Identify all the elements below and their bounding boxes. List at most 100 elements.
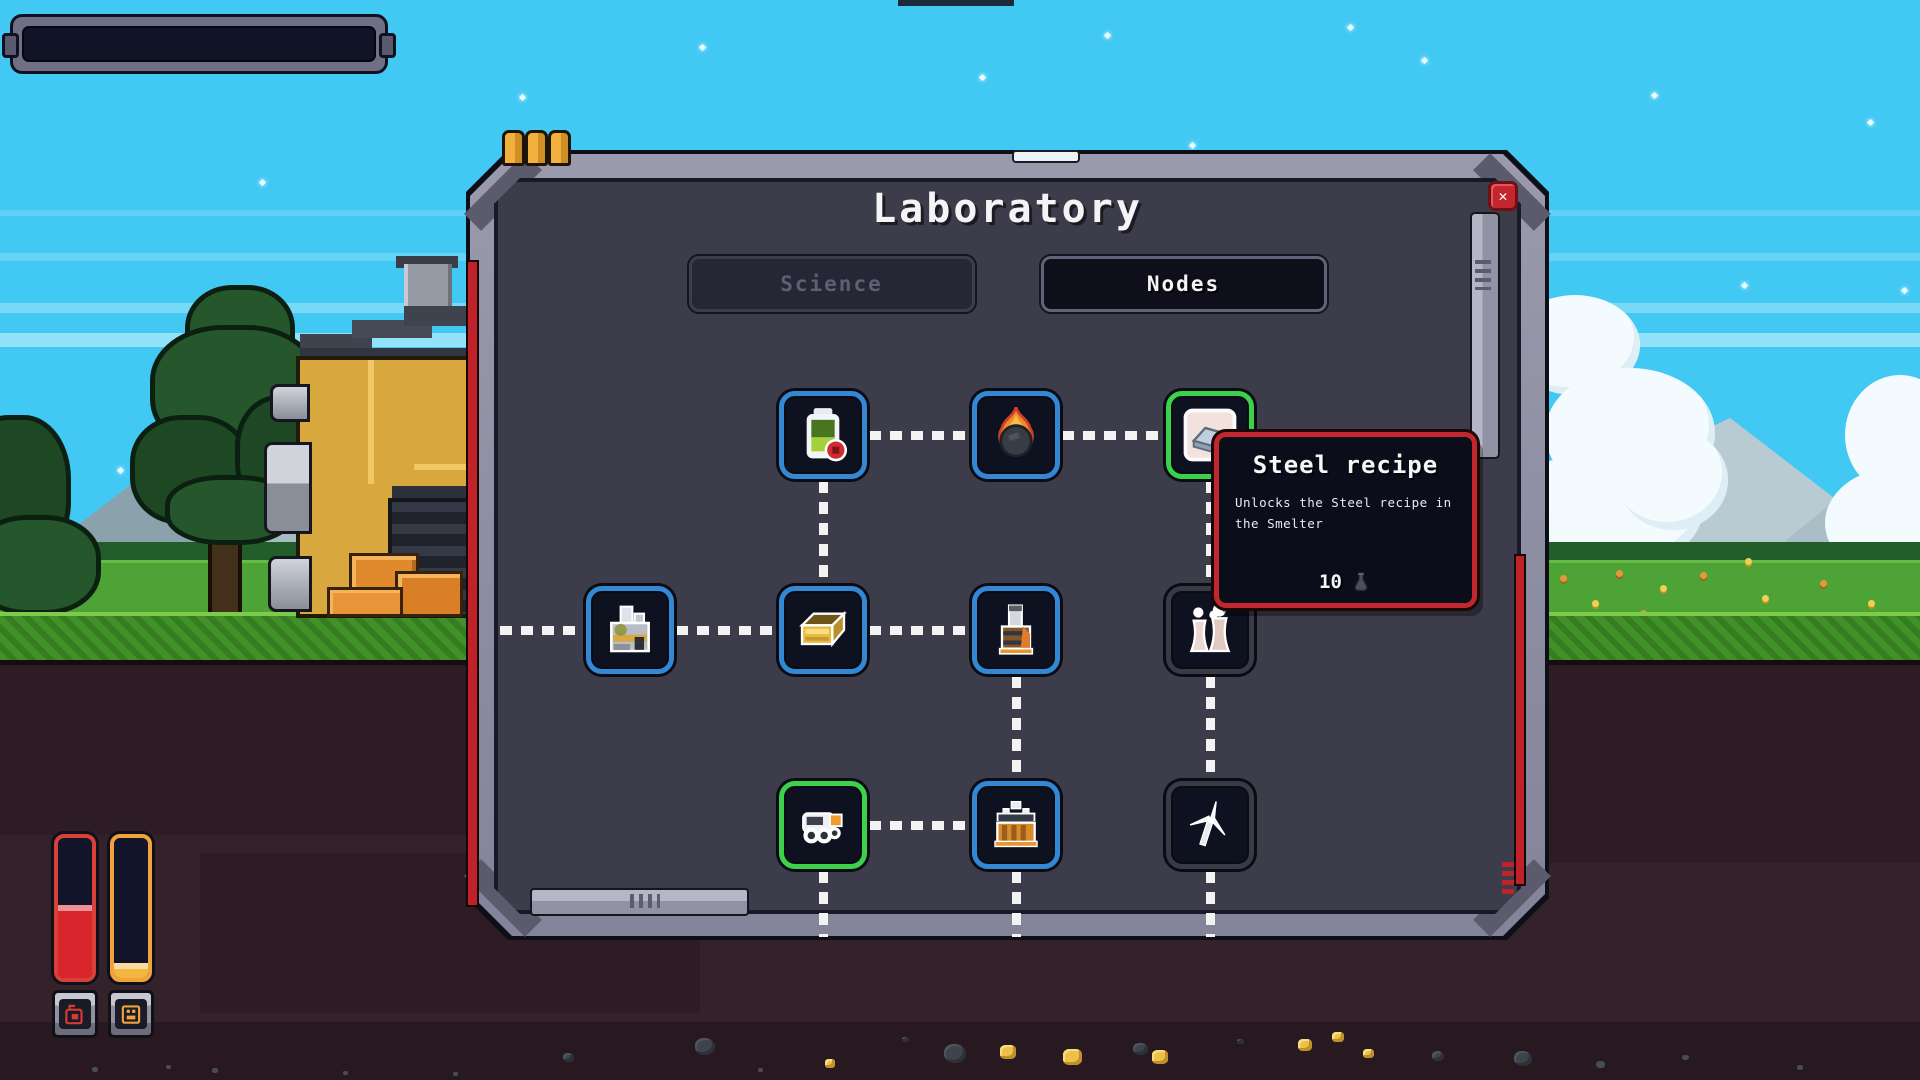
tech-node-battery[interactable] [779,391,867,479]
tech-node-conveyor[interactable] [972,781,1060,869]
cloud [1618,430,1728,530]
speck-item [1681,1054,1689,1061]
gold-item [1298,1039,1312,1051]
tree-connector [869,626,970,635]
tree-connector [1206,676,1215,779]
pipe [268,556,312,612]
gold-item [1062,1048,1082,1065]
flame-coal-icon [988,407,1044,463]
wind-turbine-icon [1182,797,1238,853]
flower [1745,558,1752,565]
speck-item [1797,1065,1803,1071]
tech-node-wind-turbine[interactable] [1166,781,1254,869]
tree-connector [869,821,970,830]
xp-bar [2,14,396,74]
tree-connector [1206,871,1215,937]
tooltip-cost-value: 10 [1319,571,1342,593]
panel-title: Laboratory [872,186,1143,232]
flower [1868,600,1875,607]
tech-node-factory[interactable] [586,586,674,674]
tree-connector [1012,676,1021,779]
flower [1616,570,1623,577]
gold-item [1000,1045,1016,1059]
speck-item [1595,1060,1605,1069]
furnace-icon [118,1001,144,1027]
tech-node-smelter[interactable] [972,586,1060,674]
tree-connector [819,871,828,937]
gauge-energy [108,834,154,1038]
gold-item [1362,1048,1374,1058]
roof-step [404,306,480,326]
gauge-fuel [52,834,98,1038]
tab-nodes[interactable]: Nodes [1040,256,1327,312]
crate [398,574,460,614]
tab-science[interactable]: Science [688,256,975,312]
roof-step [300,334,372,352]
tech-tree [466,150,1549,940]
tree-connector [500,626,584,635]
panel-top-handle [1012,150,1080,163]
coal-item [695,1038,715,1055]
vent-cap-icon [525,130,548,166]
tech-node-gold-ingot[interactable] [779,586,867,674]
pipe [270,384,310,422]
coal-item [1132,1042,1148,1056]
tree-connector [1062,431,1164,440]
pipe [264,442,312,534]
wall-seam [368,360,374,484]
smelter-icon [988,602,1044,658]
coal-item [562,1052,574,1062]
tree-connector [869,431,970,440]
flower [1700,572,1707,579]
flower [1762,595,1769,602]
conveyor-icon [988,797,1044,853]
gold-bar-icon [795,602,851,658]
speck-item [92,1067,98,1073]
miner-icon [795,797,851,853]
speck-item [452,1071,458,1076]
gold-item [825,1059,835,1068]
horizontal-scrollbar[interactable] [530,888,749,916]
tech-node-miner[interactable] [779,781,867,869]
coal-item [1236,1038,1244,1045]
tech-node-coal-burner[interactable] [972,391,1060,479]
xp-bar-endcap [379,33,396,58]
battery-icon [795,407,851,463]
vertical-scrollbar[interactable] [1470,212,1500,459]
science-flask-icon [1350,571,1372,593]
tooltip-title: Steel recipe [1252,451,1439,479]
tree-connector [819,481,828,584]
factory-building [264,256,480,614]
speck-item [757,1067,763,1072]
node-tooltip: Steel recipe Unlocks the Steel recipe in… [1214,432,1477,608]
gold-item [1332,1032,1344,1043]
tree-connector [1012,871,1021,937]
vent-cap-icon [548,130,571,166]
red-vents [1502,862,1514,896]
cooling-towers-icon [1182,602,1238,658]
flower [1592,600,1599,607]
vent-cap-icon [502,130,525,166]
wall-seam [414,464,480,470]
coal-item [944,1044,966,1063]
speck-item [165,1064,171,1069]
xp-bar-endcap [2,33,19,58]
factory-icon [602,602,658,658]
tooltip-cost-row: 10 [1219,571,1472,593]
flower [1560,575,1567,582]
top-edge-strip [898,0,1014,6]
red-stripe-right [1516,556,1524,884]
coal-item [1514,1051,1532,1067]
speck-item [342,1070,348,1075]
flower [1660,585,1667,592]
crate [330,590,400,614]
speck-item [212,1068,218,1074]
red-stripe-left [468,262,477,905]
bush-left [0,420,116,620]
close-button[interactable]: ✕ [1488,181,1518,211]
fuel-can-icon [62,1001,88,1027]
coal-item [1432,1051,1444,1062]
garage-lintel [392,486,480,502]
tab-bar: Science Nodes [466,256,1549,312]
